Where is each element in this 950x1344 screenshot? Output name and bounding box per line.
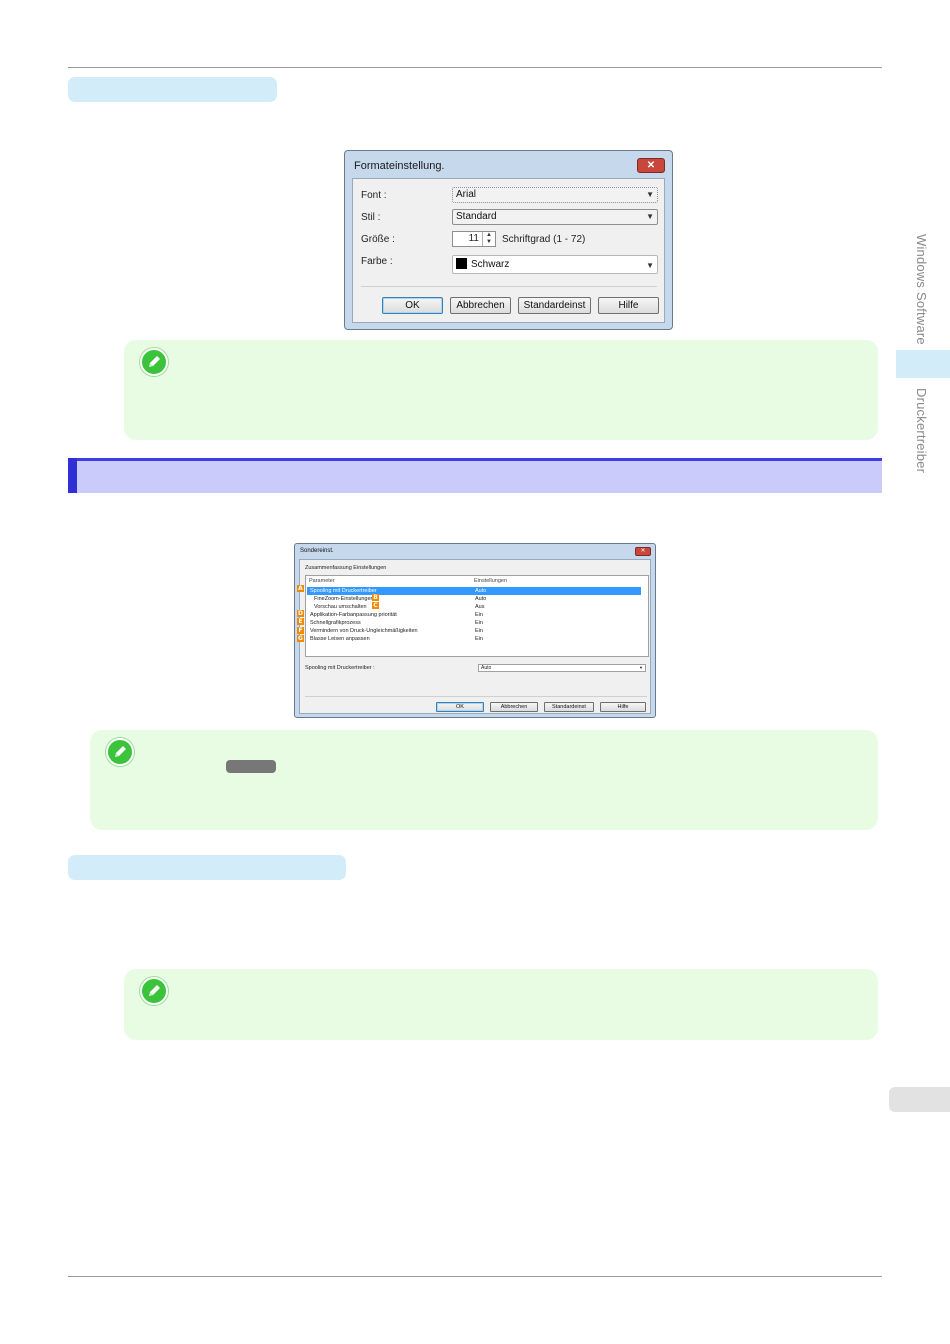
side-chapter-label: Druckertreiber — [914, 388, 929, 474]
marker-a: A — [297, 585, 304, 592]
color-label: Farbe : — [361, 256, 393, 267]
note-pencil-icon — [106, 738, 134, 766]
color-select-value: Schwarz — [471, 259, 510, 270]
size-label: Größe : — [361, 234, 395, 245]
spin-updown-icon[interactable]: ▲▼ — [482, 232, 495, 246]
defaults-button[interactable]: Standardeinst — [544, 702, 594, 712]
list-item[interactable]: Vermindern von Druck-Ungleichmäßigkeiten — [310, 628, 418, 634]
column-header-parameter: Parameter — [309, 578, 335, 584]
list-item-value: Ein — [475, 612, 483, 618]
font-label: Font : — [361, 190, 387, 201]
color-swatch — [456, 257, 467, 269]
note-box-3 — [124, 969, 878, 1040]
marker-c: C — [372, 602, 379, 609]
note-box-1 — [124, 340, 878, 440]
note-box-2 — [90, 730, 878, 830]
key-badge — [226, 760, 276, 773]
close-icon[interactable]: ✕ — [637, 158, 665, 173]
chevron-down-icon: ▼ — [646, 261, 654, 270]
list-item[interactable]: Spooling mit Druckertreiber — [310, 588, 377, 594]
chevron-down-icon: ▼ — [646, 212, 654, 221]
marker-f: F — [297, 627, 304, 634]
style-select[interactable]: Standard ▼ — [452, 209, 658, 225]
ok-button[interactable]: OK — [436, 702, 484, 712]
detail-label: Spooling mit Druckertreiber : — [305, 665, 375, 671]
section-heading-2 — [68, 855, 346, 880]
chevron-down-icon: ▼ — [646, 190, 654, 199]
page-tab — [889, 1087, 950, 1112]
list-item-value: Ein — [475, 620, 483, 626]
list-item-value: Ein — [475, 628, 483, 634]
list-item-value: Ein — [475, 636, 483, 642]
detail-select-value: Auto — [481, 665, 492, 671]
section-heading-1 — [68, 77, 277, 102]
selected-row-highlight — [307, 587, 641, 595]
summary-group-label: Zusammenfassung Einstellungen — [305, 565, 387, 571]
list-item-value: Aus — [475, 604, 485, 610]
side-section-label: Windows Software — [914, 234, 929, 345]
divider — [361, 286, 657, 287]
font-select[interactable]: Arial ▼ — [452, 187, 658, 203]
ok-button[interactable]: OK — [382, 297, 443, 314]
dialog-title: Formateinstellung. — [354, 160, 445, 172]
list-item[interactable]: Schnellgrafikprozess — [310, 620, 361, 626]
topic-header-bar — [68, 458, 882, 493]
marker-e: E — [297, 618, 304, 625]
special-settings-dialog: Sondereinst. ✕ Zusammenfassung Einstellu… — [294, 543, 656, 718]
size-stepper[interactable]: 11 ▲▼ — [452, 231, 496, 247]
list-item[interactable]: Vorschau umschalten — [314, 604, 367, 610]
detail-select[interactable]: Auto ▼ — [478, 664, 646, 672]
dialog-title: Sondereinst. — [300, 548, 334, 554]
settings-list[interactable]: Parameter Einstellungen Spooling mit Dru… — [305, 575, 649, 657]
marker-g: G — [297, 635, 304, 642]
size-value: 11 — [468, 233, 479, 244]
format-settings-dialog: Formateinstellung. ✕ Font : Arial ▼ Stil… — [344, 150, 673, 330]
chevron-down-icon: ▼ — [639, 665, 643, 670]
note-pencil-icon — [140, 348, 168, 376]
side-tab-active — [896, 350, 950, 378]
marker-b: B — [372, 594, 379, 601]
font-select-value: Arial — [456, 189, 477, 200]
list-item[interactable]: Applikation-Farbanpassung priorität — [310, 612, 397, 618]
dialog-client-area: Font : Arial ▼ Stil : Standard ▼ Größe :… — [352, 178, 665, 323]
cancel-button[interactable]: Abbrechen — [490, 702, 538, 712]
list-item-value: Auto — [475, 588, 487, 594]
list-item[interactable]: FineZoom-Einstellungen — [314, 596, 374, 602]
list-item[interactable]: Blasse Leisen anpassen — [310, 636, 370, 642]
close-icon[interactable]: ✕ — [635, 547, 651, 556]
style-select-value: Standard — [456, 211, 497, 222]
marker-d: D — [297, 610, 304, 617]
dialog-client-area: Zusammenfassung Einstellungen Parameter … — [299, 559, 651, 714]
color-select[interactable]: Schwarz ▼ — [452, 255, 658, 274]
style-label: Stil : — [361, 212, 381, 223]
defaults-button[interactable]: Standardeinst — [518, 297, 591, 314]
help-button[interactable]: Hilfe — [600, 702, 646, 712]
list-item-value: Auto — [475, 596, 487, 602]
cancel-button[interactable]: Abbrechen — [450, 297, 511, 314]
divider — [305, 696, 647, 697]
size-range-label: Schriftgrad (1 - 72) — [502, 234, 586, 245]
column-header-value: Einstellungen — [474, 578, 508, 584]
header-rule — [68, 67, 882, 68]
footer-rule — [68, 1276, 882, 1277]
note-pencil-icon — [140, 977, 168, 1005]
help-button[interactable]: Hilfe — [598, 297, 659, 314]
